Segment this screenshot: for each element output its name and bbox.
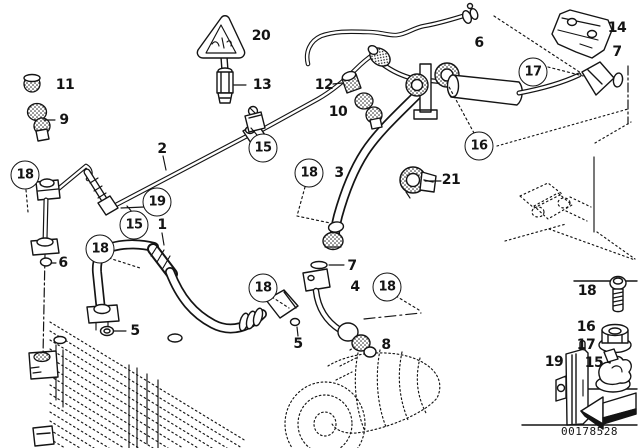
hose-3 xyxy=(322,88,424,251)
callout-11[interactable]: 11 xyxy=(55,77,75,93)
callout-5[interactable]: 5 xyxy=(130,323,140,339)
callout-13[interactable]: 13 xyxy=(252,77,272,93)
callout-20[interactable]: 20 xyxy=(251,28,271,44)
tube-inner xyxy=(314,289,342,332)
callout-2[interactable]: 2 xyxy=(157,141,167,157)
tube-inner xyxy=(306,14,465,66)
callout-18[interactable]: 18 xyxy=(372,272,402,302)
callout-15[interactable]: 15 xyxy=(119,210,149,240)
callout-10[interactable]: 10 xyxy=(328,104,348,120)
oring-5 xyxy=(289,317,301,327)
tube-inner xyxy=(84,169,110,207)
callout-6[interactable]: 6 xyxy=(58,255,68,271)
oring-6 xyxy=(39,257,53,267)
callout-8[interactable]: 8 xyxy=(381,337,391,353)
direction-arrow-icon xyxy=(580,392,637,430)
muffler xyxy=(447,74,523,106)
callout-3[interactable]: 3 xyxy=(334,165,344,181)
grommet-icon xyxy=(595,348,632,393)
callout-18[interactable]: 18 xyxy=(10,160,40,190)
callout-18[interactable]: 18 xyxy=(248,273,278,303)
callout-18[interactable]: 18 xyxy=(294,158,324,188)
bracket-14 xyxy=(551,9,613,59)
callout-14[interactable]: 14 xyxy=(607,20,627,36)
callout-9[interactable]: 9 xyxy=(59,112,69,128)
callout-7[interactable]: 7 xyxy=(347,258,357,274)
bracket-icon xyxy=(555,340,589,426)
callout-6[interactable]: 6 xyxy=(474,35,484,51)
tube-inner xyxy=(43,198,48,244)
callout-15[interactable]: 15 xyxy=(248,133,278,163)
pipe-6 xyxy=(304,2,479,67)
tube-inner xyxy=(110,134,249,209)
pipe-2 xyxy=(30,51,377,267)
callout-7[interactable]: 7 xyxy=(612,44,622,60)
leader-lines xyxy=(25,15,584,337)
callout-17[interactable]: 17 xyxy=(576,337,596,353)
pressure-sensor-13 xyxy=(216,56,234,104)
clamp-21 xyxy=(399,166,437,199)
callout-4[interactable]: 4 xyxy=(350,279,360,295)
callout-17[interactable]: 17 xyxy=(518,57,548,87)
plate-number: 00178528 xyxy=(561,425,618,438)
legend xyxy=(521,275,638,430)
callout-15[interactable]: 15 xyxy=(584,355,604,371)
seal-7 xyxy=(310,260,328,270)
plug-10 xyxy=(354,92,374,110)
tube-inner xyxy=(256,52,376,134)
callout-16[interactable]: 16 xyxy=(464,131,494,161)
callout-18[interactable]: 18 xyxy=(85,234,115,264)
compressor xyxy=(284,341,441,448)
callout-19[interactable]: 19 xyxy=(544,354,564,370)
callout-12[interactable]: 12 xyxy=(314,77,334,93)
ghost-body-lines xyxy=(42,65,636,357)
small-parts xyxy=(23,9,613,199)
oring-7 xyxy=(612,72,624,88)
ghost-connector xyxy=(519,182,592,222)
clip-15 xyxy=(244,105,266,133)
callout-5[interactable]: 5 xyxy=(293,336,303,352)
junction-block xyxy=(367,44,624,120)
callout-1[interactable]: 1 xyxy=(157,217,167,233)
hose-3-nut xyxy=(322,231,344,251)
condenser xyxy=(28,321,247,448)
flange-nut-icon xyxy=(598,323,632,354)
callout-18[interactable]: 18 xyxy=(577,283,597,299)
pipe-end-fitting xyxy=(581,61,615,96)
pipe-4 xyxy=(302,260,377,358)
callout-16[interactable]: 16 xyxy=(576,319,596,335)
callout-21[interactable]: 21 xyxy=(441,172,461,188)
bolt-icon xyxy=(609,275,627,313)
pipe-clip-19 xyxy=(97,195,119,216)
callout-19[interactable]: 19 xyxy=(142,187,172,217)
tube-inner xyxy=(517,73,581,95)
warning-triangle-icon xyxy=(196,15,246,59)
